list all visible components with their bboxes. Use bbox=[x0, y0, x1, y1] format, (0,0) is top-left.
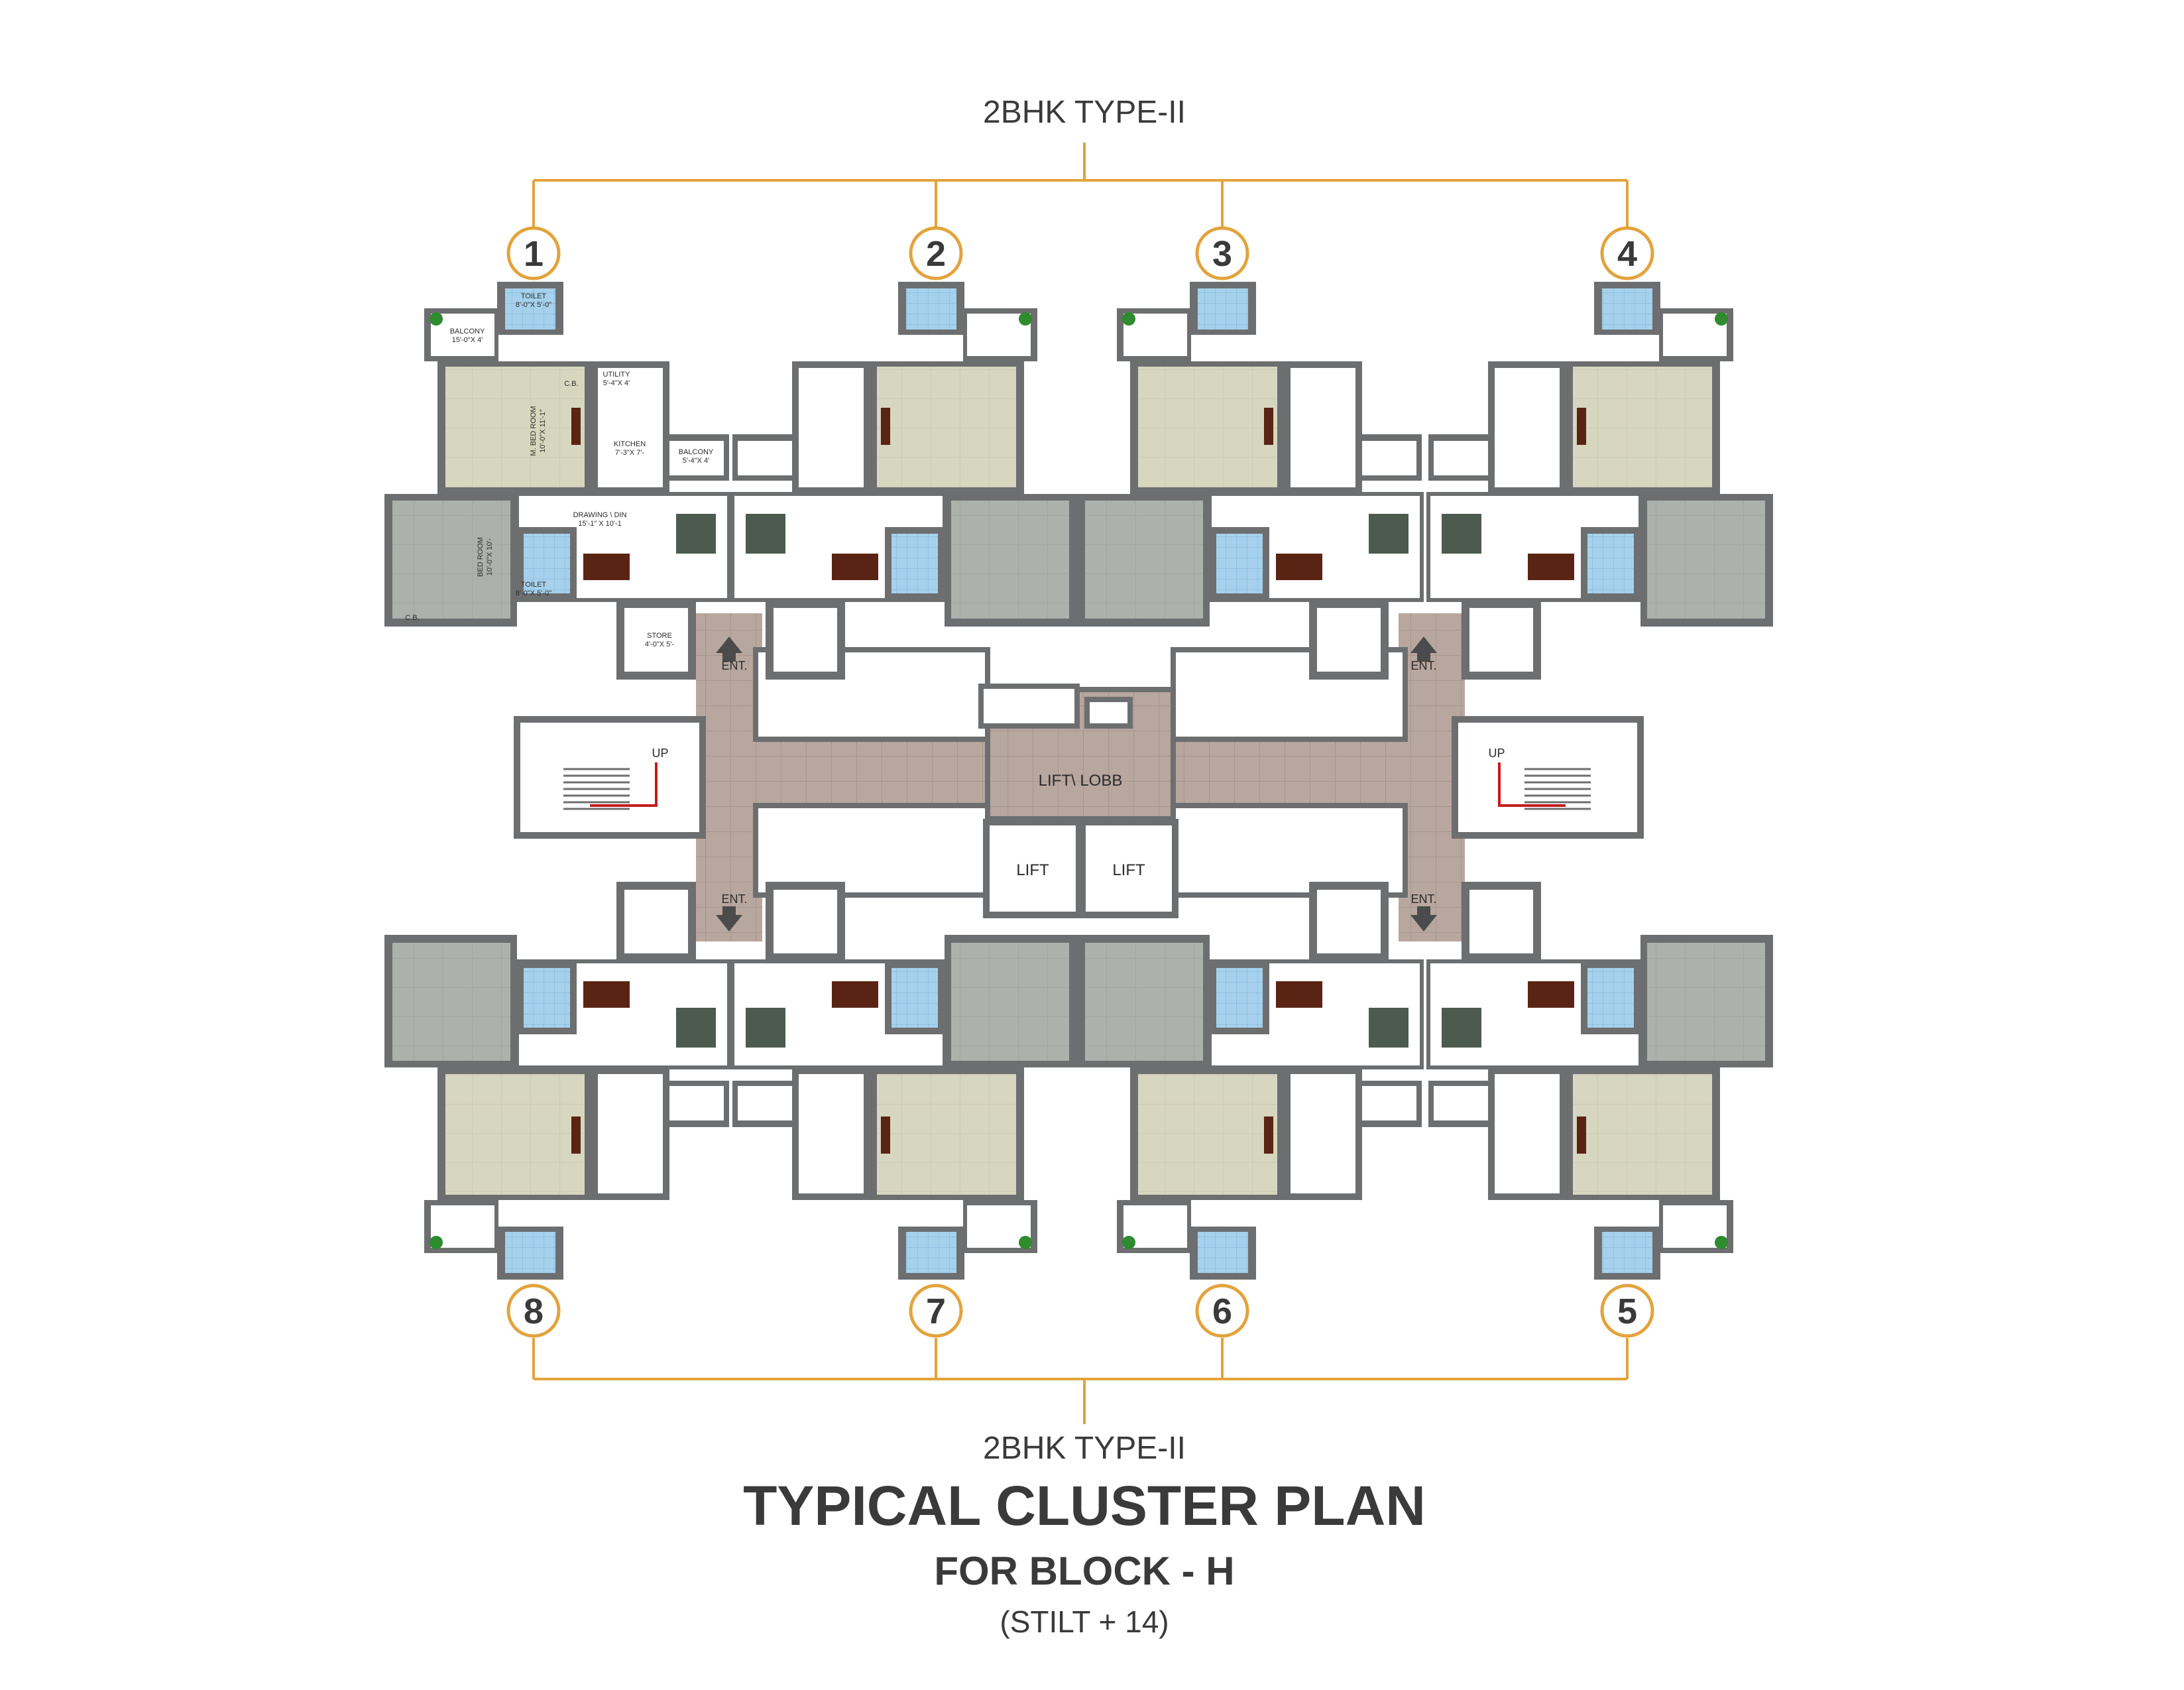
room-utility-label: UTILITY bbox=[603, 371, 631, 379]
lift-1-label: LIFT bbox=[1016, 861, 1049, 879]
page-note: (STILT + 14) bbox=[1000, 1604, 1169, 1639]
top-heading: 2BHK TYPE-II bbox=[983, 95, 1186, 130]
room-balcony-label: BALCONY bbox=[450, 328, 485, 335]
room-store-size: 4'-0"X 5'- bbox=[645, 640, 675, 648]
bottom-heading: 2BHK TYPE-II bbox=[983, 1431, 1186, 1466]
unit-4 bbox=[1428, 282, 1773, 680]
room-small-balcony-label: BALCONY bbox=[679, 448, 714, 456]
entrance-arrow-bottom-right bbox=[1410, 906, 1437, 932]
entrance-label-bottom-left: ENT. bbox=[721, 892, 747, 906]
room-m-bed-label: M. BED ROOM bbox=[530, 406, 538, 455]
room-bed-size: 10'-0"X 10'- bbox=[486, 538, 494, 575]
entrance-label-top-right: ENT. bbox=[1410, 659, 1436, 672]
room-small-balcony-size: 5'-4"X 4' bbox=[683, 457, 710, 465]
room-cb-label-2: C.B. bbox=[405, 614, 419, 622]
stair-left bbox=[514, 716, 706, 839]
lift-2 bbox=[1079, 819, 1178, 918]
entrance-arrow-bottom-left bbox=[716, 906, 742, 932]
stair-up-label-right: UP bbox=[1488, 747, 1505, 760]
room-toilet-label: TOILET bbox=[521, 292, 547, 300]
central-core bbox=[514, 613, 1644, 941]
room-cb-label: C.B. bbox=[564, 380, 578, 388]
room-drawing-label: DRAWING \ DIN bbox=[573, 511, 627, 519]
lift-1 bbox=[983, 819, 1082, 918]
unit-number-markers-bottom bbox=[506, 1284, 1654, 1338]
unit-6 bbox=[1077, 882, 1422, 1280]
room-toilet2-label: TOILET bbox=[521, 581, 547, 589]
unit-7 bbox=[732, 882, 1077, 1280]
room-toilet-size: 8'-0"X 5'-0" bbox=[516, 301, 551, 309]
room-bed-label: BED ROOM bbox=[477, 537, 485, 577]
unit-number-1: 1 bbox=[524, 234, 544, 274]
unit-8 bbox=[384, 882, 729, 1280]
unit-3 bbox=[1077, 282, 1422, 680]
entrance-arrow-top-left bbox=[716, 636, 742, 662]
entrance-arrow-top-right bbox=[1410, 636, 1437, 662]
bottom-unit-leader-lines bbox=[532, 1338, 1629, 1424]
entrance-label-top-left: ENT. bbox=[721, 659, 747, 672]
unit-5 bbox=[1428, 882, 1773, 1280]
room-m-bed-size: 10'-0"X 11'-1" bbox=[539, 409, 547, 453]
room-balcony-size: 15'-0"X 4' bbox=[452, 336, 483, 344]
unit-number-2: 2 bbox=[926, 234, 946, 274]
room-toilet2-size: 8'-0"X 5'-0" bbox=[516, 589, 551, 597]
unit-number-8: 8 bbox=[524, 1292, 544, 1331]
unit-number-6: 6 bbox=[1212, 1292, 1232, 1331]
room-utility-size: 5'-4"X 4' bbox=[603, 379, 630, 387]
unit-2 bbox=[732, 282, 1077, 680]
unit-number-4: 4 bbox=[1617, 234, 1637, 274]
page-subtitle: FOR BLOCK - H bbox=[934, 1549, 1234, 1593]
room-kitchen-label: KITCHEN bbox=[614, 440, 646, 448]
room-store-label: STORE bbox=[647, 632, 672, 640]
unit-number-markers-top bbox=[506, 226, 1654, 280]
unit-number-5: 5 bbox=[1617, 1292, 1637, 1331]
room-drawing-size: 15'-1" X 10'-1 bbox=[578, 520, 622, 528]
top-unit-leader-lines bbox=[532, 143, 1629, 229]
stair-right bbox=[1452, 716, 1644, 839]
stair-up-label-left: UP bbox=[652, 747, 668, 760]
unit-number-3: 3 bbox=[1212, 234, 1232, 274]
lift-lobby-label: LIFT\ LOBB bbox=[1039, 772, 1123, 790]
entrance-label-bottom-right: ENT. bbox=[1410, 892, 1436, 906]
room-kitchen-size: 7'-3"X 7'- bbox=[615, 449, 645, 457]
unit-number-7: 7 bbox=[926, 1292, 946, 1331]
page-title: TYPICAL CLUSTER PLAN bbox=[743, 1475, 1426, 1537]
lift-2-label: LIFT bbox=[1112, 861, 1145, 879]
unit-1 bbox=[384, 282, 729, 680]
